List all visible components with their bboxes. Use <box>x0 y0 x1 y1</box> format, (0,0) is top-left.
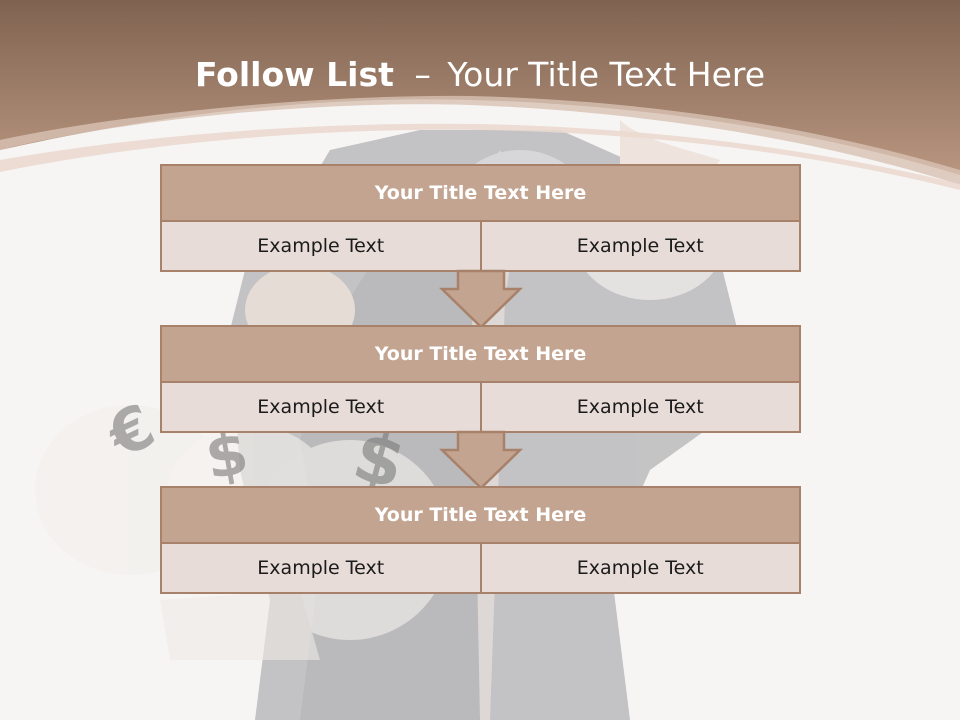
flow-box-cell-left: Example Text <box>257 235 385 257</box>
header-swoosh <box>0 95 960 185</box>
flow-box-cell-left: Example Text <box>257 396 385 418</box>
flow-box-2: Your Title Text Here Example Text Exampl… <box>160 325 801 433</box>
flow-box-1: Your Title Text Here Example Text Exampl… <box>160 164 801 272</box>
slide-title-rest: Your Title Text Here <box>447 55 766 94</box>
flow-box-cells: Example Text Example Text <box>160 544 801 594</box>
flow-box-cell-right: Example Text <box>479 544 800 592</box>
flow-box-title: Your Title Text Here <box>160 486 801 544</box>
slide-title: Follow List – Your Title Text Here <box>0 52 960 98</box>
down-arrow-icon <box>438 430 524 490</box>
flow-box-title: Your Title Text Here <box>160 164 801 222</box>
slide-title-bold: Follow List <box>194 55 394 94</box>
flow-box-3: Your Title Text Here Example Text Exampl… <box>160 486 801 594</box>
flow-box-cell-right: Example Text <box>479 383 800 431</box>
flow-box-cell-right: Example Text <box>479 222 800 270</box>
slide-title-separator: – <box>414 55 431 94</box>
flow-box-cells: Example Text Example Text <box>160 383 801 433</box>
flow-box-cell-left: Example Text <box>257 557 385 579</box>
flow-box-title: Your Title Text Here <box>160 325 801 383</box>
flow-box-cells: Example Text Example Text <box>160 222 801 272</box>
down-arrow-icon <box>438 269 524 329</box>
header-band <box>0 0 960 175</box>
